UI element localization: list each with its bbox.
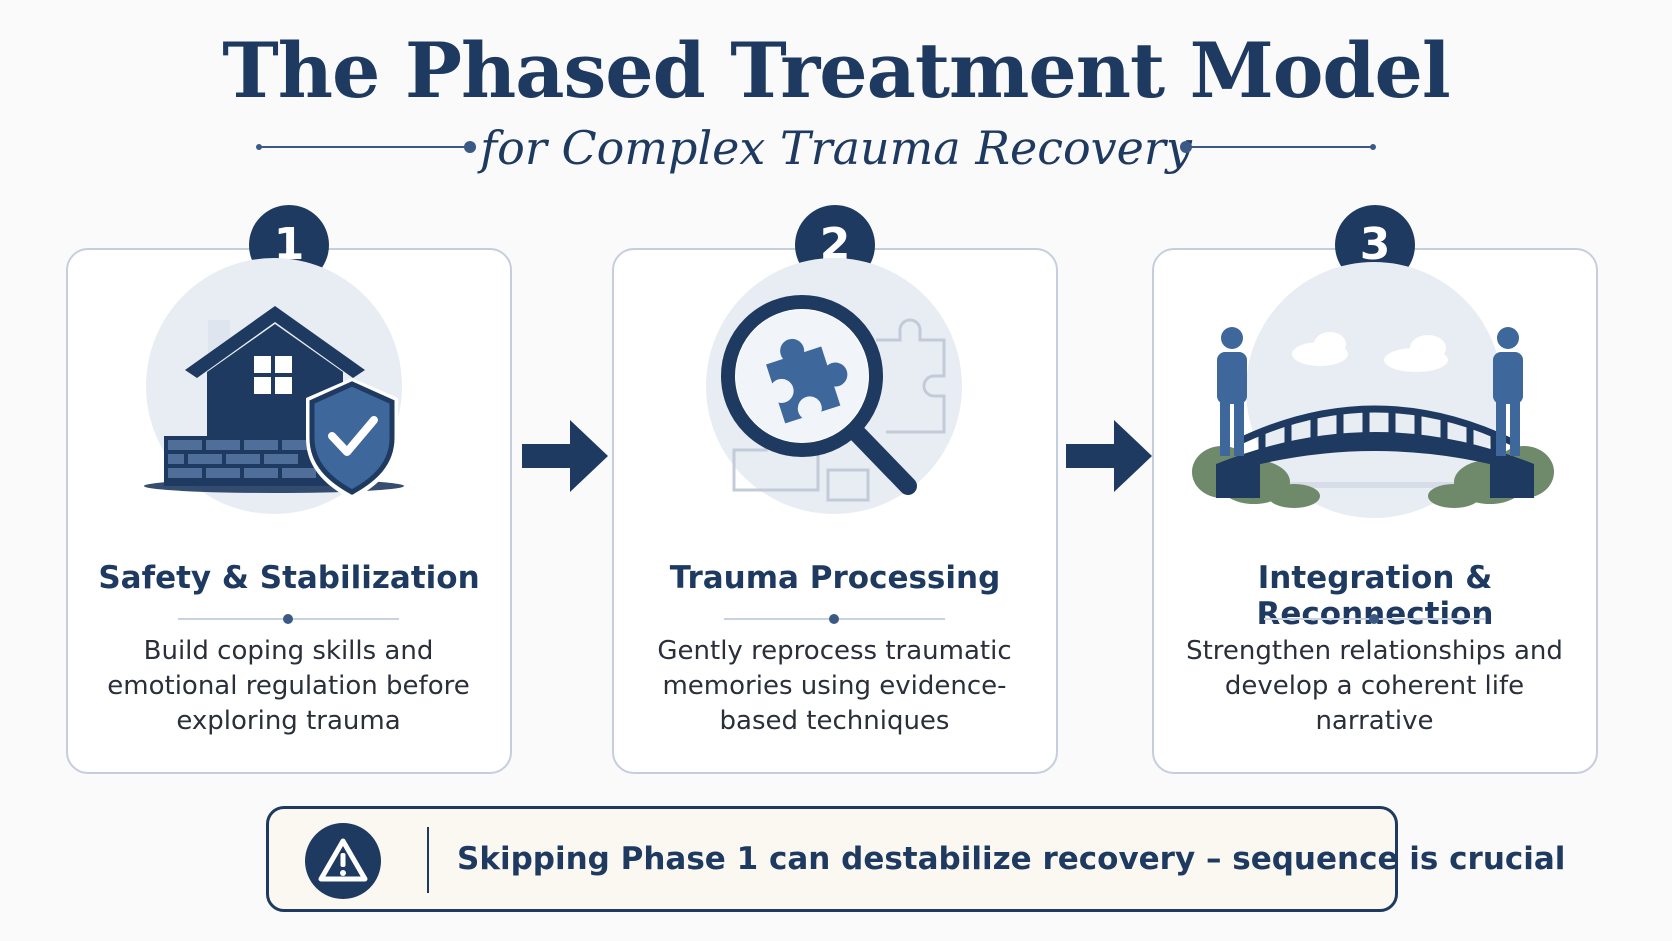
page-subtitle: for Complex Trauma Recovery <box>480 121 1192 175</box>
arrow-right-icon <box>1066 420 1152 492</box>
callout-text: Skipping Phase 1 can destabilize recover… <box>457 841 1566 877</box>
callout-separator <box>427 827 429 893</box>
right-rule <box>1186 146 1374 148</box>
phase-card-3: 3 <box>1152 205 1598 774</box>
phase-divider-dot <box>283 614 293 624</box>
bridge-people-icon <box>1192 262 1554 518</box>
magnifier-puzzle-icon <box>706 258 962 514</box>
phase-card-2: 2 Trauma Processing Gently reprocess tra… <box>612 205 1058 774</box>
left-rule <box>258 146 468 148</box>
warning-callout: Skipping Phase 1 can destabilize recover… <box>266 806 1565 912</box>
phase-card-1: 1 Safety <box>66 205 512 774</box>
left-rule-dot <box>464 141 476 153</box>
rule-end-dot <box>1370 144 1376 150</box>
phase-description: Strengthen relationships and develop a c… <box>1186 636 1563 736</box>
arrow-right-icon <box>522 420 608 492</box>
house-shield-icon <box>144 258 404 514</box>
phase-description: Build coping skills and emotional regula… <box>107 636 470 736</box>
phase-divider-dot <box>829 614 839 624</box>
page-title: The Phased Treatment Model <box>222 26 1451 115</box>
phase-divider-dot <box>1369 614 1379 624</box>
subtitle-row: for Complex Trauma Recovery <box>0 118 1672 178</box>
warning-icon <box>305 823 381 899</box>
phase-title: Safety & Stabilization <box>98 560 480 596</box>
phase-description: Gently reprocess traumatic memories usin… <box>657 636 1012 736</box>
phase-title: Trauma Processing <box>669 560 1001 596</box>
